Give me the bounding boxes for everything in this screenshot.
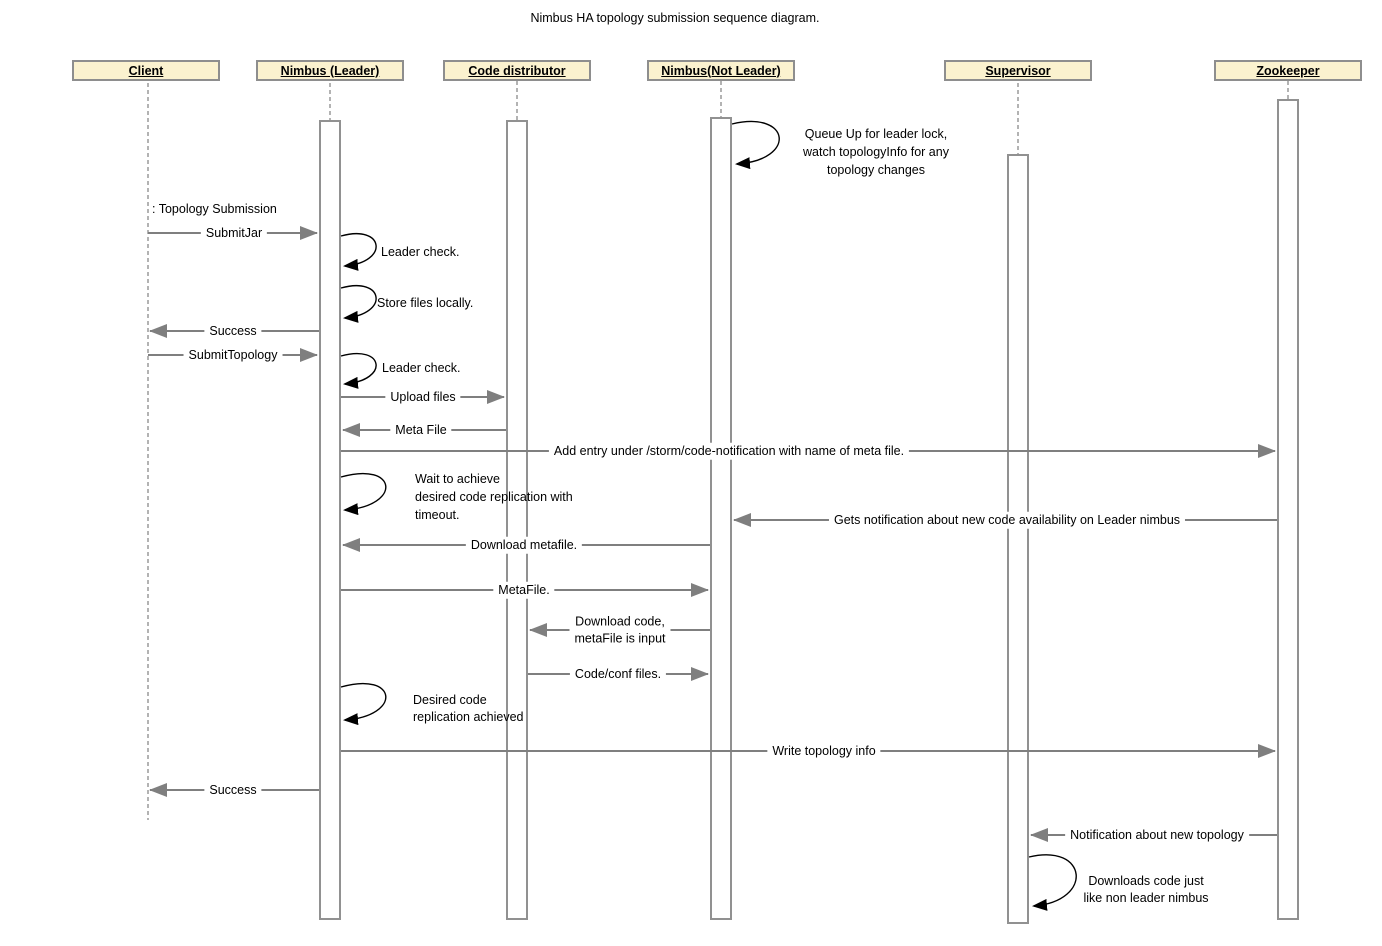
actor-label-supervisor: Supervisor — [985, 63, 1051, 78]
self-message-arrow-leader-check-2 — [340, 352, 377, 389]
activation-bar-nimbus-not-leader — [710, 117, 732, 920]
actor-label-code-distributor: Code distributor — [468, 63, 566, 78]
actor-label-nimbus-not-leader: Nimbus(Not Leader) — [661, 63, 781, 78]
actor-box-client: Client — [72, 60, 220, 81]
self-message-arrow-store-files — [340, 285, 377, 323]
activation-bar-zookeeper — [1277, 99, 1299, 920]
activation-bar-nimbus-leader — [319, 120, 341, 920]
diagram-title: Nimbus HA topology submission sequence d… — [530, 11, 820, 25]
self-message-arrow-wait-replication — [340, 472, 387, 516]
actor-box-code-distributor: Code distributor — [443, 60, 591, 81]
actor-box-zookeeper: Zookeeper — [1214, 60, 1362, 81]
actor-label-zookeeper: Zookeeper — [1256, 63, 1320, 78]
activation-bar-code-distributor — [506, 120, 528, 920]
actor-box-nimbus-not-leader: Nimbus(Not Leader) — [647, 60, 795, 81]
actor-box-supervisor: Supervisor — [944, 60, 1092, 81]
actor-box-nimbus-leader: Nimbus (Leader) — [256, 60, 404, 81]
self-message-arrow-desired-replication — [340, 682, 387, 726]
self-message-arrow-queue-up — [731, 120, 780, 170]
actor-label-client: Client — [128, 63, 164, 78]
self-message-arrow-leader-check-1 — [340, 233, 377, 271]
actor-label-nimbus-leader: Nimbus (Leader) — [280, 63, 380, 78]
self-message-arrow-downloads-code — [1028, 854, 1077, 911]
activation-bar-supervisor — [1007, 154, 1029, 924]
